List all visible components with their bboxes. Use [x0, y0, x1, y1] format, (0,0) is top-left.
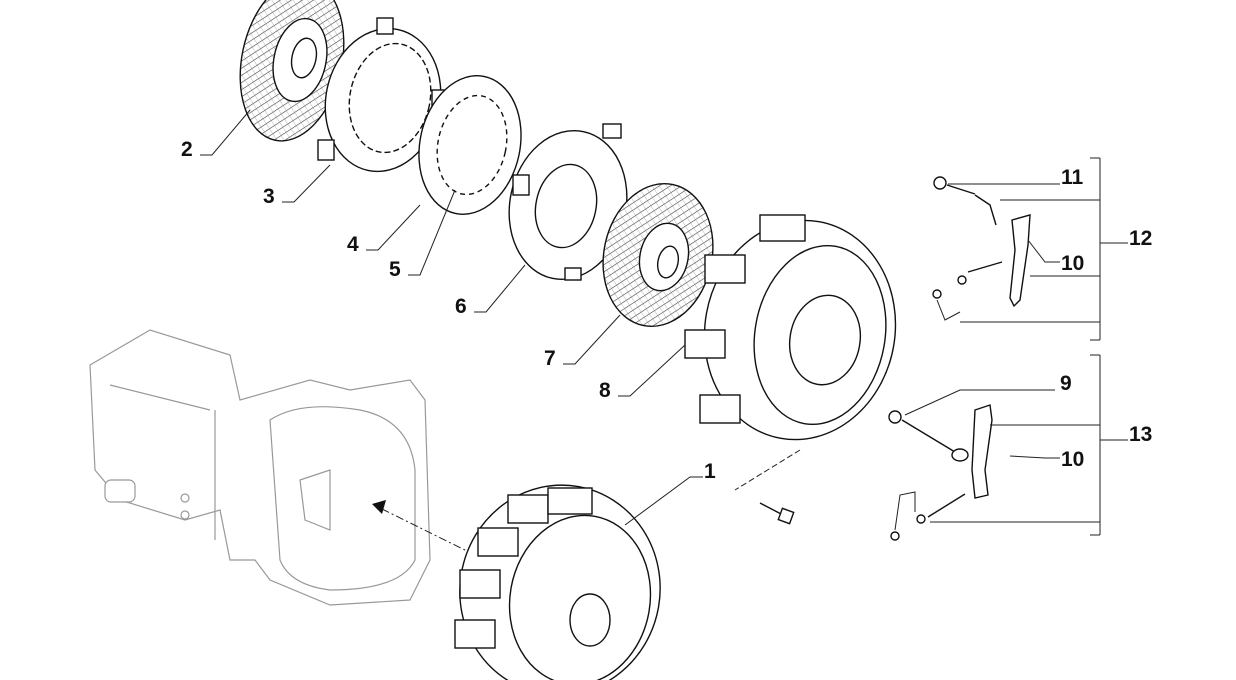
callout-4: 4 — [347, 233, 359, 256]
callout-9: 9 — [1060, 372, 1072, 395]
callout-10-lower: 10 — [1061, 448, 1084, 471]
callout-5: 5 — [389, 258, 401, 281]
callout-2: 2 — [181, 138, 193, 161]
part-8-clutch-cover — [684, 214, 897, 441]
linkage-kit-13 — [888, 404, 993, 541]
transmission-housing — [89, 329, 431, 606]
bolt — [734, 449, 801, 525]
part-6-intermediate-plate — [508, 123, 628, 281]
callout-7: 7 — [544, 347, 556, 370]
callout-1: 1 — [704, 460, 716, 483]
part-7-clutch-disc — [602, 182, 714, 328]
part-4-toothed-plate — [418, 75, 522, 215]
callout-13: 13 — [1129, 423, 1152, 446]
direction-arrow-icon — [372, 500, 386, 514]
callout-8: 8 — [599, 379, 611, 402]
callout-3: 3 — [263, 185, 275, 208]
part-2-clutch-disc — [239, 0, 345, 142]
part-1-clutch-assembly — [454, 484, 661, 680]
linkage-kit-12 — [932, 176, 1031, 321]
callout-6: 6 — [455, 295, 467, 318]
part-3-pressure-ring — [317, 17, 445, 173]
callout-11: 11 — [1061, 166, 1084, 189]
callout-12: 12 — [1129, 227, 1152, 250]
assembly-axis-line — [379, 507, 476, 556]
leader-lines — [200, 109, 1128, 536]
callout-10-upper: 10 — [1061, 252, 1084, 275]
